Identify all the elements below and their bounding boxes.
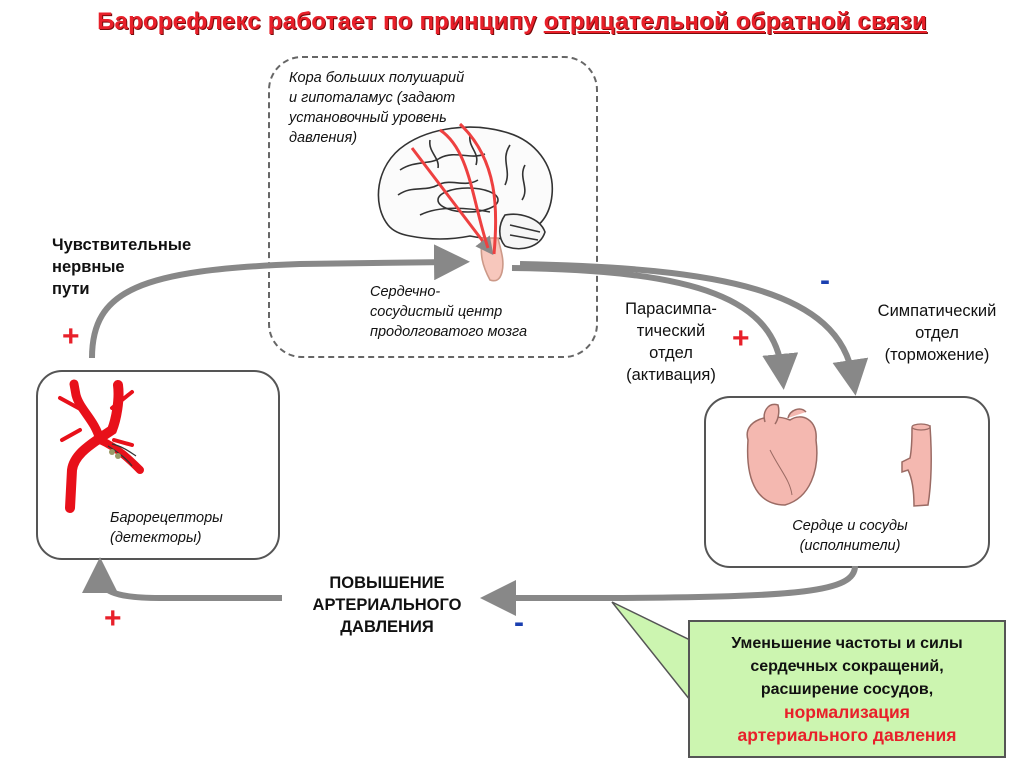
- result-line: сердечных сокращений,: [750, 658, 944, 675]
- brain-illustration: [377, 126, 554, 282]
- baroreceptors-label: Барорецепторы (детекторы): [110, 508, 270, 548]
- sensory-arrow: [89, 244, 470, 359]
- cortex-label-line: установочный уровень: [289, 110, 447, 126]
- pressure-rise-label-line: ДАВЛЕНИЯ: [340, 618, 434, 636]
- effectors-label-line: Сердце и сосуды: [792, 518, 908, 534]
- parasympathetic-label: Парасимпа- тический отдел (активация): [606, 298, 736, 386]
- effector-to-pressure-arrow: [480, 565, 858, 616]
- vessel-illustration: [901, 423, 933, 507]
- heart-illustration: [746, 403, 818, 506]
- pressure-rise-label-line: ПОВЫШЕНИЕ: [329, 574, 445, 592]
- center-label-line: Сердечно-: [370, 284, 441, 300]
- sympathetic-label: Симпатический отдел (торможение): [856, 300, 1018, 366]
- baroreceptors-label-line: (детекторы): [110, 530, 202, 546]
- callout-pointer: [611, 601, 691, 703]
- page-title: Барорефлекс работает по принципу отрицат…: [0, 8, 1024, 36]
- result-box: Уменьшение частоты и силы сердечных сокр…: [688, 620, 1006, 758]
- result-line: расширение сосудов,: [760, 681, 934, 698]
- sensory-label-line: пути: [52, 280, 90, 298]
- cortex-label-line: давления): [289, 130, 358, 146]
- plus-sign-sensory: +: [62, 320, 80, 353]
- brain-box: [268, 56, 598, 358]
- title-emphasis: отрицательной обратной связи: [543, 8, 927, 35]
- parasympathetic-label-line: отдел: [649, 344, 693, 362]
- carotid-illustration: [58, 379, 144, 513]
- plus-sign-parasympathetic: +: [732, 322, 750, 355]
- cortex-label-line: и гипоталамус (задают: [289, 90, 456, 106]
- center-label-line: продолговатого мозга: [370, 324, 528, 340]
- parasympathetic-label-line: тический: [636, 322, 706, 340]
- effectors-label: Сердце и сосуды (исполнители): [760, 516, 940, 556]
- sensory-label-line: Чувствительные: [52, 236, 192, 254]
- sympathetic-arrow: [519, 261, 869, 396]
- center-label-line: сосудистый центр: [370, 304, 503, 320]
- sympathetic-label-line: отдел: [915, 324, 959, 342]
- cortex-label: Кора больших полушарий и гипоталамус (за…: [289, 68, 539, 148]
- minus-sign-sympathetic: -: [820, 264, 830, 297]
- brain-pathways: [410, 122, 498, 256]
- sympathetic-label-line: (торможение): [884, 346, 990, 364]
- baroreceptors-label-line: Барорецепторы: [110, 510, 223, 526]
- cortex-label-line: Кора больших полушарий: [289, 70, 465, 86]
- cardiovascular-center-label: Сердечно- сосудистый центр продолговатог…: [370, 282, 590, 342]
- sensory-label-line: нервные: [52, 258, 125, 276]
- result-line: Уменьшение частоты и силы: [731, 635, 963, 652]
- pressure-rise-label: ПОВЫШЕНИЕ АРТЕРИАЛЬНОГО ДАВЛЕНИЯ: [282, 572, 492, 638]
- parasympathetic-label-line: (активация): [626, 366, 716, 384]
- minus-sign-pressure: -: [514, 606, 524, 639]
- parasympathetic-arrow: [511, 265, 799, 390]
- title-text: Барорефлекс работает по принципу: [97, 8, 544, 35]
- result-highlight-line: артериального давления: [737, 725, 957, 745]
- effectors-label-line: (исполнители): [799, 538, 901, 554]
- sensory-pathways-label: Чувствительные нервные пути: [52, 234, 242, 300]
- pressure-to-baroreceptor-arrow: [82, 557, 282, 601]
- parasympathetic-label-line: Парасимпа-: [625, 300, 717, 318]
- plus-sign-baroreceptor-input: +: [104, 602, 122, 635]
- pressure-rise-label-line: АРТЕРИАЛЬНОГО: [312, 596, 462, 614]
- result-highlight-line: нормализация: [784, 702, 910, 722]
- sympathetic-label-line: Симпатический: [877, 302, 997, 320]
